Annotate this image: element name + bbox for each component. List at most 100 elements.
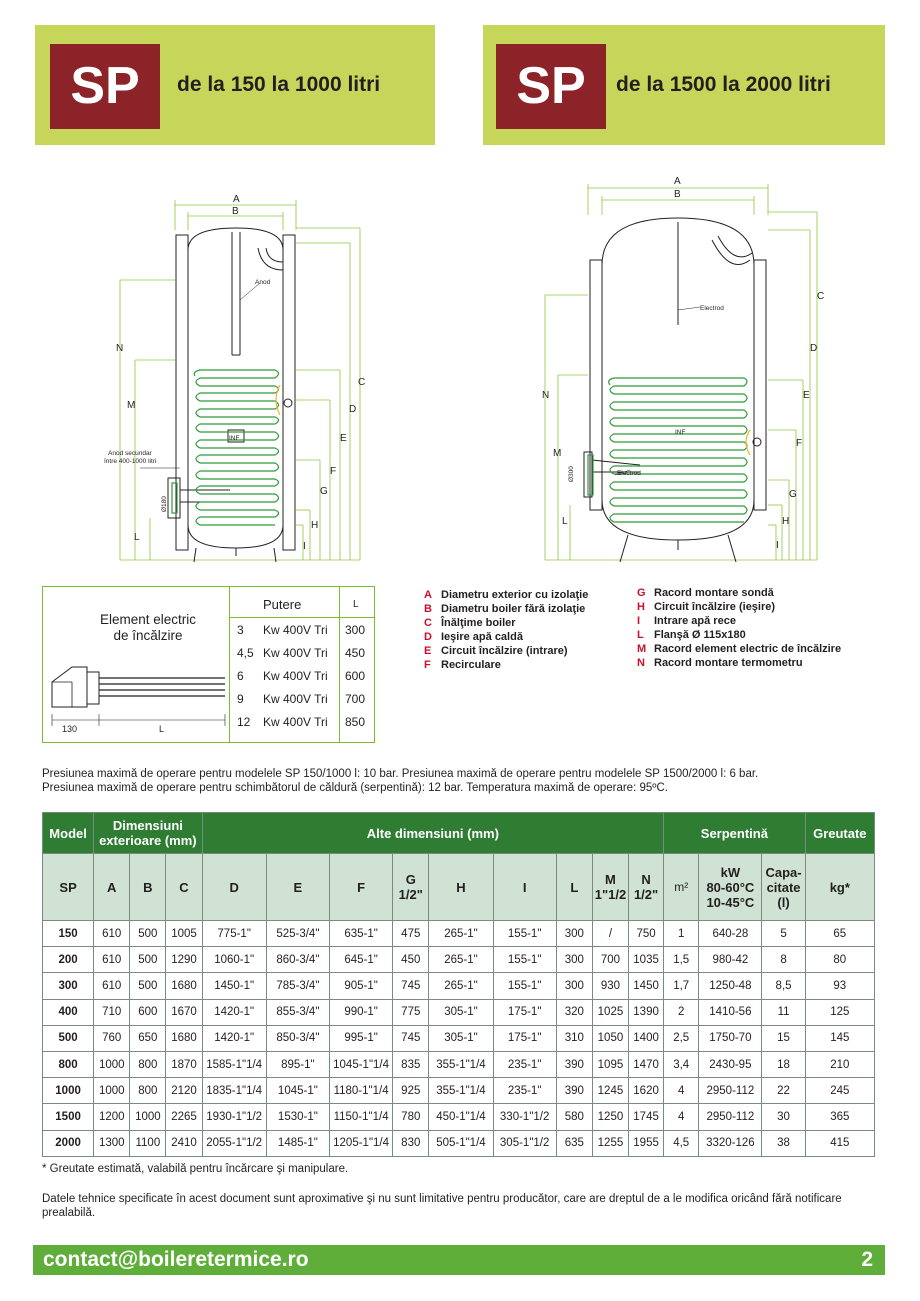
dim-label-n: N: [116, 343, 123, 354]
table-cell: 700: [591, 946, 630, 974]
electrode-top-label: Electrod: [700, 305, 724, 312]
table-cell: 745: [392, 972, 430, 1000]
table-cell: 155-1": [492, 972, 557, 1000]
table-cell: 905-1": [328, 972, 394, 1000]
table-cell: 500: [129, 946, 167, 974]
dim-label-g: G: [320, 486, 328, 497]
table-cell: 1035: [628, 946, 665, 974]
table-cell: 640-28: [698, 919, 763, 948]
table-cell: 18: [761, 1050, 806, 1079]
table-cell: 1870: [165, 1050, 203, 1079]
table-cell: 265-1": [428, 919, 494, 948]
table-cell: 800: [129, 1050, 167, 1079]
dim-label-e: E: [340, 433, 347, 444]
table-cell: 1200: [93, 1103, 131, 1131]
table-cell: 1: [663, 919, 700, 948]
table-cell: 210: [804, 1050, 876, 1079]
col-l: L: [555, 853, 593, 921]
table-cell: 38: [761, 1129, 806, 1157]
table-cell: 2120: [165, 1077, 203, 1105]
table-cell: 3320-126: [698, 1129, 763, 1157]
table-cell: 125: [804, 998, 876, 1026]
col-e: E: [265, 853, 330, 921]
table-cell: 850-3/4": [265, 1024, 330, 1052]
table-cell: 930: [591, 972, 630, 1000]
col-f: F: [328, 853, 394, 921]
table-cell: 4,5: [663, 1129, 700, 1157]
element-title: Element electric de încălzire: [63, 612, 233, 644]
table-cell: 1245: [591, 1077, 630, 1105]
dim-label-a: A: [233, 194, 240, 205]
table-cell: 1420-1": [201, 998, 267, 1026]
power-header: Putere: [263, 597, 302, 612]
dim-label-b: B: [674, 189, 681, 200]
dim-label-f: F: [796, 438, 802, 449]
header-caption: de la 150 la 1000 litri: [177, 73, 381, 96]
dim-label-h: H: [782, 516, 789, 527]
table-cell: 305-1": [428, 1024, 494, 1052]
dim-label-c: C: [358, 377, 365, 388]
table-cell: 990-1": [328, 998, 394, 1026]
table-cell: 1005: [165, 919, 203, 948]
power-row: 3 Kw 400V Tri 300: [237, 623, 366, 637]
table-cell: 635: [555, 1129, 593, 1157]
dim-label-e: E: [803, 390, 810, 401]
electrode-bottom-label: Electrod: [617, 470, 641, 477]
table-cell: 980-42: [698, 946, 763, 974]
table-cell: 580: [555, 1103, 593, 1131]
spec-table: Model Dimensiuni exterioare (mm) Alte di…: [41, 812, 876, 1157]
table-cell: 93: [804, 972, 876, 1000]
table-cell: 1180-1"1/4: [328, 1077, 394, 1105]
footer-bar: contact@boileretermice.ro 2: [33, 1245, 885, 1275]
heating-element-drawing: 130 L: [51, 666, 226, 734]
table-cell: 245: [804, 1077, 876, 1105]
table-cell: 835: [392, 1050, 430, 1079]
dim-label-i: I: [776, 540, 779, 551]
table-cell: 475: [392, 919, 430, 948]
dim-130-label: 130: [62, 724, 77, 734]
table-cell: 1620: [628, 1077, 665, 1105]
table-cell: 995-1": [328, 1024, 394, 1052]
header-caption: de la 1500 la 2000 litri: [616, 73, 831, 96]
table-cell: 855-3/4": [265, 998, 330, 1026]
element-title-line2: de încălzire: [113, 628, 183, 643]
contact-email[interactable]: contact@boileretermice.ro: [43, 1248, 309, 1271]
dim-label-l: L: [134, 532, 140, 543]
table-cell: 65: [804, 919, 876, 948]
col-c: C: [165, 853, 203, 921]
dim-label-c: C: [817, 291, 824, 302]
weight-footnote: * Greutate estimată, valabilă pentru înc…: [42, 1163, 349, 1175]
flange-diameter-label: Ø300: [568, 466, 575, 482]
table-cell: 11: [761, 998, 806, 1026]
table-cell: 1420-1": [201, 1024, 267, 1052]
table-cell: 8: [761, 946, 806, 974]
inf-label: INF: [675, 429, 686, 436]
power-row: 4,5 Kw 400V Tri 450: [237, 646, 366, 660]
group-weight: Greutate: [804, 812, 876, 854]
table-cell: 505-1"1/4: [428, 1129, 494, 1157]
table-cell: 1930-1"1/2: [201, 1103, 267, 1131]
group-dim-ext: Dimensiuni exterioare (mm): [93, 812, 203, 854]
dim-label-h: H: [311, 520, 318, 531]
sp-logo: SP: [496, 44, 606, 129]
table-cell: 780: [392, 1103, 430, 1131]
table-cell: 1485-1": [265, 1129, 330, 1157]
table-cell: 400: [41, 998, 95, 1026]
table-cell: 1000: [129, 1103, 167, 1131]
table-cell: 1300: [93, 1129, 131, 1157]
dim-label-d: D: [810, 343, 817, 354]
table-cell: 145: [804, 1024, 876, 1052]
table-cell: 265-1": [428, 972, 494, 1000]
